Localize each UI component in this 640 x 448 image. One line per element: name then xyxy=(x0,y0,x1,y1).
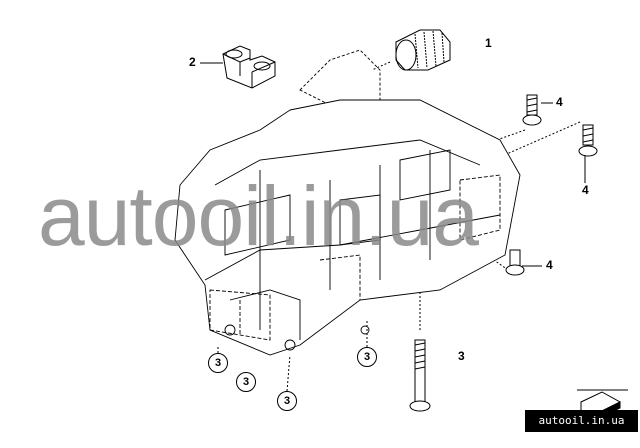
callout-3: 3 xyxy=(236,372,256,392)
callout-1: 1 xyxy=(485,36,492,50)
callout-3: 3 xyxy=(208,353,228,373)
callout-4: 4 xyxy=(546,258,553,272)
callout-2: 2 xyxy=(189,55,196,69)
site-badge: autooil.in.ua xyxy=(525,410,638,432)
callout-3: 3 xyxy=(357,347,377,367)
bolt-3-long xyxy=(409,339,431,412)
valve-body xyxy=(174,49,521,356)
bolt-4a xyxy=(522,94,542,126)
callout-3: 3 xyxy=(458,349,465,363)
bolt-4c xyxy=(505,249,525,276)
part-2-clip xyxy=(222,45,276,89)
watermark: autooil.in.ua xyxy=(38,169,479,263)
callout-3: 3 xyxy=(277,391,297,411)
callout-4: 4 xyxy=(582,183,589,197)
bolt-4b xyxy=(578,124,598,157)
part-1-sleeve xyxy=(395,29,451,71)
callout-4: 4 xyxy=(556,95,563,109)
